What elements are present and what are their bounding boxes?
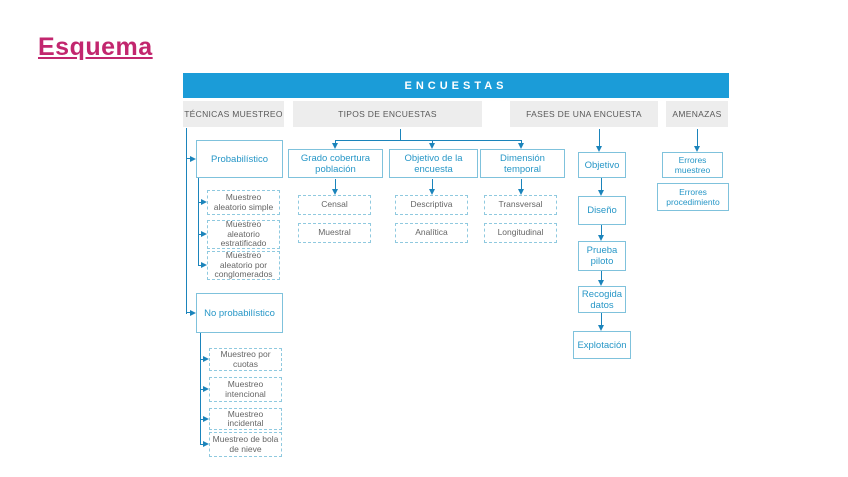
connector-hline (200, 389, 204, 390)
arrow-right-icon (201, 231, 207, 237)
connector-hline (335, 140, 521, 141)
arrow-down-icon (518, 189, 524, 195)
connector-vline (432, 179, 433, 190)
arrow-down-icon (518, 143, 524, 149)
connector-hline (200, 444, 204, 445)
arrow-right-icon (203, 441, 209, 447)
connector-hline (198, 234, 202, 235)
node-longitudinal: Longitudinal (484, 223, 557, 243)
node-grado-cobertura-poblacion: Grado cobertura población (288, 149, 383, 178)
node-descriptiva: Descriptiva (395, 195, 468, 215)
connector-vline (601, 178, 602, 190)
arrow-right-icon (203, 386, 209, 392)
node-muestreo-intencional: Muestreo intencional (209, 377, 282, 402)
arrow-down-icon (598, 190, 604, 196)
node-censal: Censal (298, 195, 371, 215)
node-muestreo-por-cuotas: Muestreo por cuotas (209, 348, 282, 371)
connector-vline (521, 179, 522, 190)
arrow-right-icon (203, 416, 209, 422)
connector-hline (186, 312, 191, 313)
connector-vline (186, 128, 187, 314)
arrow-right-icon (190, 156, 196, 162)
node-muestreo-incidental: Muestreo incidental (209, 408, 282, 430)
node-muestreo-aleatorio-estratificado: Muestreo aleatorio estratificado (207, 220, 280, 249)
arrow-down-icon (332, 143, 338, 149)
connector-hline (200, 359, 204, 360)
column-header-amenazas: AMENAZAS (666, 101, 728, 127)
arrow-down-icon (694, 146, 700, 152)
connector-hline (198, 265, 202, 266)
diagram-root-encuestas: ENCUESTAS (183, 73, 729, 98)
connector-vline (601, 225, 602, 235)
node-analitica: Analítica (395, 223, 468, 243)
node-objetivo-de-la-encuesta: Objetivo de la encuesta (389, 149, 478, 178)
arrow-down-icon (598, 325, 604, 331)
column-header-tecnicas-muestreo: TÉCNICAS MUESTREO (183, 101, 284, 127)
node-recogida-datos: Recogida datos (578, 286, 626, 313)
connector-vline (432, 140, 433, 144)
connector-vline (400, 129, 401, 140)
node-no-probabilistico: No probabilístico (196, 293, 283, 333)
connector-hline (200, 419, 204, 420)
node-probabilistico: Probabilístico (196, 140, 283, 178)
node-errores-procedimiento: Errores procedimiento (657, 183, 729, 211)
node-muestreo-aleatorio-simple: Muestreo aleatorio simple (207, 190, 280, 215)
arrow-down-icon (332, 189, 338, 195)
node-objetivo: Objetivo (578, 152, 626, 178)
connector-vline (697, 129, 698, 146)
arrow-right-icon (190, 310, 196, 316)
connector-vline (335, 179, 336, 190)
node-explotacion: Explotación (573, 331, 631, 359)
column-header-tipos-de-encuestas: TIPOS DE ENCUESTAS (293, 101, 482, 127)
connector-hline (198, 202, 202, 203)
node-transversal: Transversal (484, 195, 557, 215)
connector-hline (186, 158, 191, 159)
connector-vline (601, 271, 602, 280)
connector-vline (198, 178, 199, 266)
arrow-down-icon (596, 146, 602, 152)
node-diseno: Diseño (578, 196, 626, 225)
arrow-down-icon (429, 143, 435, 149)
connector-vline (521, 140, 522, 144)
arrow-down-icon (429, 189, 435, 195)
arrow-down-icon (598, 280, 604, 286)
arrow-right-icon (203, 356, 209, 362)
slide-title: Esquema (38, 33, 153, 61)
node-muestreo-de-bola-de-nieve: Muestreo de bola de nieve (209, 432, 282, 457)
node-muestral: Muestral (298, 223, 371, 243)
arrow-down-icon (598, 235, 604, 241)
node-dimension-temporal: Dimensión temporal (480, 149, 565, 178)
arrow-right-icon (201, 199, 207, 205)
node-muestreo-aleatorio-por-conglomerados: Muestreo aleatorio por conglomerados (207, 251, 280, 280)
connector-vline (335, 140, 336, 144)
node-prueba-piloto: Prueba piloto (578, 241, 626, 271)
arrow-right-icon (201, 262, 207, 268)
column-header-fases-de-una-encuesta: FASES DE UNA ENCUESTA (510, 101, 658, 127)
connector-vline (601, 313, 602, 325)
node-errores-muestreo: Errores muestreo (662, 152, 723, 178)
connector-vline (599, 129, 600, 146)
